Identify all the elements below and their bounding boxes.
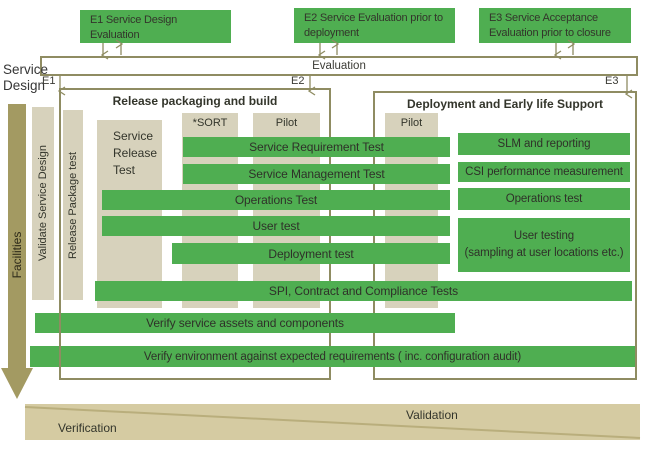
csi-performance-bar: CSI performance measurement [458,162,630,182]
validate-service-design-label: Validate Service Design [37,145,49,262]
e1-label: E1 [42,75,56,87]
verify-service-assets-bar: Verify service assets and components [35,313,455,333]
service-release-test-column: Service Release Test [97,120,162,308]
user-testing-bar: User testing (sampling at user locations… [458,218,630,272]
evaluation-bar-label: Evaluation [312,60,366,72]
deployment-test-bar: Deployment test [172,243,450,264]
evaluation-bar: Evaluation [40,56,638,76]
service-design-label: Service Design [3,62,49,93]
e3-evaluation-box: E3 Service Acceptance Evaluation prior t… [479,8,631,43]
user-testing-label: User testing [513,230,575,243]
release-box-border-segment [59,302,61,380]
deployment-title: Deployment and Early life Support [406,97,604,111]
e1-evaluation-box: E1 Service Design Evaluation [80,10,231,43]
operations-test-bar: Operations Test [102,190,450,210]
slm-reporting-bar: SLM and reporting [458,133,630,155]
release-packaging-title: Release packaging and build [112,94,278,108]
operations-test-right-bar: Operations test [458,188,630,210]
service-management-test-bar: Service Management Test [183,164,450,184]
e2-label: E2 [291,75,305,87]
e3-label: E3 [605,75,619,87]
user-testing-sublabel: (sampling at user locations etc.) [464,247,624,259]
verification-validation-wedge [24,404,641,440]
validate-service-design-strip: Validate Service Design [32,107,54,300]
validation-label: Validation [406,408,458,422]
service-release-test-label: Service Release Test [113,129,158,177]
spi-contract-compliance-bar: SPI, Contract and Compliance Tests [95,281,632,301]
release-package-test-label: Release Package test [67,151,79,259]
e2-evaluation-box: E2 Service Evaluation prior to deploymen… [294,8,455,43]
user-test-bar: User test [102,216,450,236]
service-requirement-test-bar: Service Requirement Test [183,137,450,157]
release-package-test-strip: Release Package test [63,110,83,300]
verification-label: Verification [58,421,117,435]
facilities-label: Facilities [10,231,24,279]
verify-environment-bar: Verify environment against expected requ… [30,346,635,367]
